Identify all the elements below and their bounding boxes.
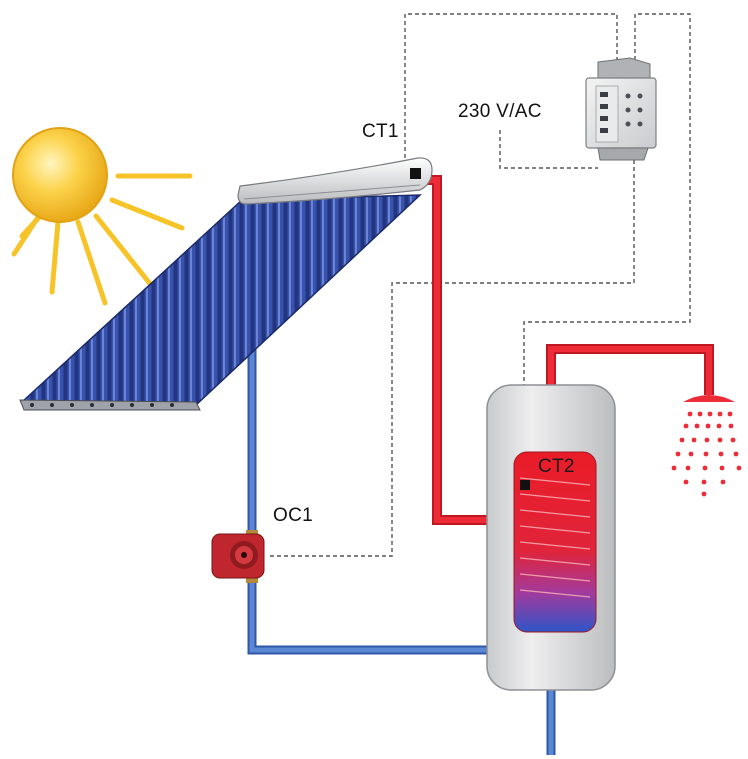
ct2-label: CT2	[538, 456, 575, 477]
control-wiring	[268, 13, 691, 557]
ct2-sensor	[520, 480, 530, 490]
shower-icon	[671, 395, 742, 497]
cold-pipe	[247, 330, 556, 755]
ct1-label: CT1	[362, 121, 399, 142]
controller-icon	[585, 57, 657, 161]
storage-tank-icon	[486, 384, 616, 691]
pump-icon	[211, 530, 265, 583]
solar-collector-icon	[19, 157, 433, 411]
hot-pipe	[425, 175, 714, 525]
voltage-label: 230 V/AC	[458, 101, 542, 122]
sun-icon	[11, 127, 193, 306]
ct1-sensor	[410, 168, 421, 179]
oc1-label: OC1	[273, 505, 313, 526]
